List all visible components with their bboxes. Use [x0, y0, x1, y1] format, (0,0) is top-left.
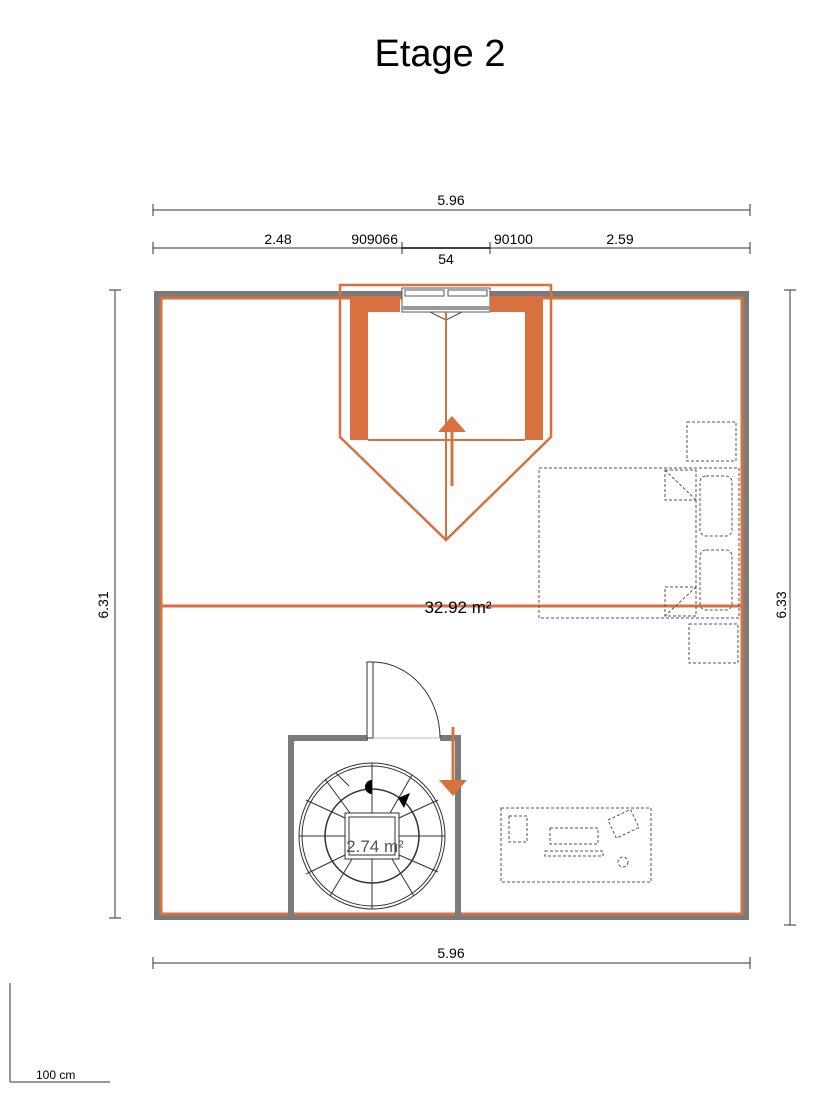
spiral-staircase: [298, 762, 446, 910]
plan-title: Etage 2: [375, 33, 506, 75]
desk: [500, 807, 652, 883]
slope-arrow-down-icon: [439, 727, 467, 796]
door: [366, 661, 441, 739]
bed: [538, 467, 740, 619]
scale-bar: 100 cm: [9, 983, 110, 1083]
dimension-label-left: 6.31: [95, 591, 111, 618]
dimension-bottom: 5.96: [152, 945, 751, 969]
dimension-label-window-width: 54: [438, 251, 454, 267]
stair-room-area: 2.74 m²: [346, 837, 404, 856]
nightstand-top: [686, 421, 737, 462]
dimension-label-top-left: 2.48: [264, 231, 291, 247]
nightstand-bottom: [688, 623, 739, 664]
dimension-top-segments: 2.48 2.59 909066 90100 54: [152, 231, 751, 267]
dimension-label-top-right: 2.59: [606, 231, 633, 247]
stair-direction-arrow-icon: [398, 793, 410, 808]
stairwell-walls: [288, 735, 461, 918]
dimension-label-bottom: 5.96: [437, 945, 464, 961]
dormer-outline: [338, 283, 553, 542]
window: [401, 287, 491, 321]
dimension-left: 6.31: [95, 289, 121, 919]
dimension-label-window-b: 90100: [494, 231, 533, 247]
dimension-label-right: 6.33: [773, 591, 789, 618]
dimension-right: 6.33: [773, 289, 796, 926]
dimension-label-top-total: 5.96: [437, 192, 464, 208]
slope-arrow-up-icon: [438, 416, 466, 486]
scale-bar-label: 100 cm: [36, 1068, 75, 1082]
main-room-area: 32.92 m²: [424, 598, 491, 617]
dimension-label-window-a: 909066: [351, 231, 398, 247]
dimension-top-total: 5.96: [152, 192, 751, 216]
stair-start-marker-icon: [365, 780, 372, 794]
